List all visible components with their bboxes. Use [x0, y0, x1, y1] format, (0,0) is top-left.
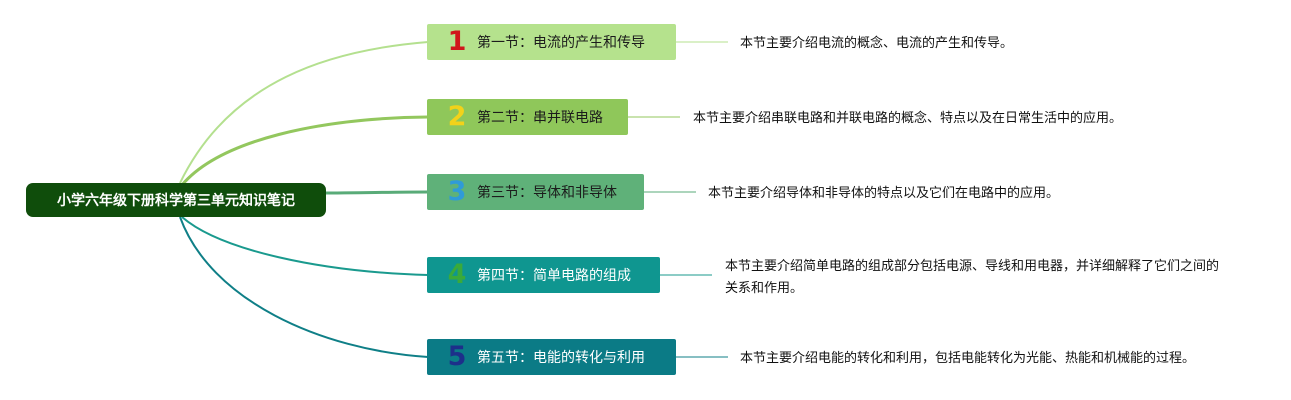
section-1-description: 本节主要介绍电流的概念、电流的产生和传导。: [740, 36, 1014, 51]
section-4-title: 第四节：简单电路的组成: [477, 268, 631, 284]
section-4-description: 本节主要介绍简单电路的组成部分包括电源、导线和用电器，并详细解释了它们之间的关系…: [725, 259, 1220, 296]
root-to-section-4-curve: [181, 216, 429, 276]
root-to-section-3-curve: [319, 190, 429, 195]
section-2-title: 第二节：串并联电路: [477, 110, 603, 126]
number-2-badge: 2: [447, 101, 467, 132]
number-4-badge: 4: [447, 259, 467, 290]
section-3-description: 本节主要介绍导体和非导体的特点以及它们在电路中的应用。: [708, 186, 1060, 201]
section-1-title: 第一节：电流的产生和传导: [477, 35, 645, 51]
section-3-topic[interactable]: 3 第三节：导体和非导体: [427, 174, 644, 210]
root-topic-label: 小学六年级下册科学第三单元知识笔记: [57, 193, 295, 209]
section-1-topic[interactable]: 1 第一节：电流的产生和传导: [427, 24, 676, 60]
section-5-title: 第五节：电能的转化与利用: [477, 350, 645, 366]
section-5-description: 本节主要介绍电能的转化和利用，包括电能转化为光能、热能和机械能的过程。: [740, 351, 1196, 366]
root-topic[interactable]: 小学六年级下册科学第三单元知识笔记: [26, 183, 326, 217]
section-5-topic[interactable]: 5 第五节：电能的转化与利用: [427, 339, 676, 375]
root-to-section-1-curve: [179, 41, 429, 184]
section-2-description: 本节主要介绍串联电路和并联电路的概念、特点以及在日常生活中的应用。: [693, 111, 1123, 126]
number-5-badge: 5: [447, 341, 467, 372]
section-2-topic[interactable]: 2 第二节：串并联电路: [427, 99, 628, 135]
number-3-badge: 3: [447, 176, 467, 207]
section-3-title: 第三节：导体和非导体: [477, 185, 617, 201]
root-to-section-5-curve: [179, 216, 429, 358]
section-4-topic[interactable]: 4 第四节：简单电路的组成: [427, 257, 660, 293]
root-to-section-2-curve: [180, 115, 429, 186]
number-1-badge: 1: [447, 26, 467, 57]
